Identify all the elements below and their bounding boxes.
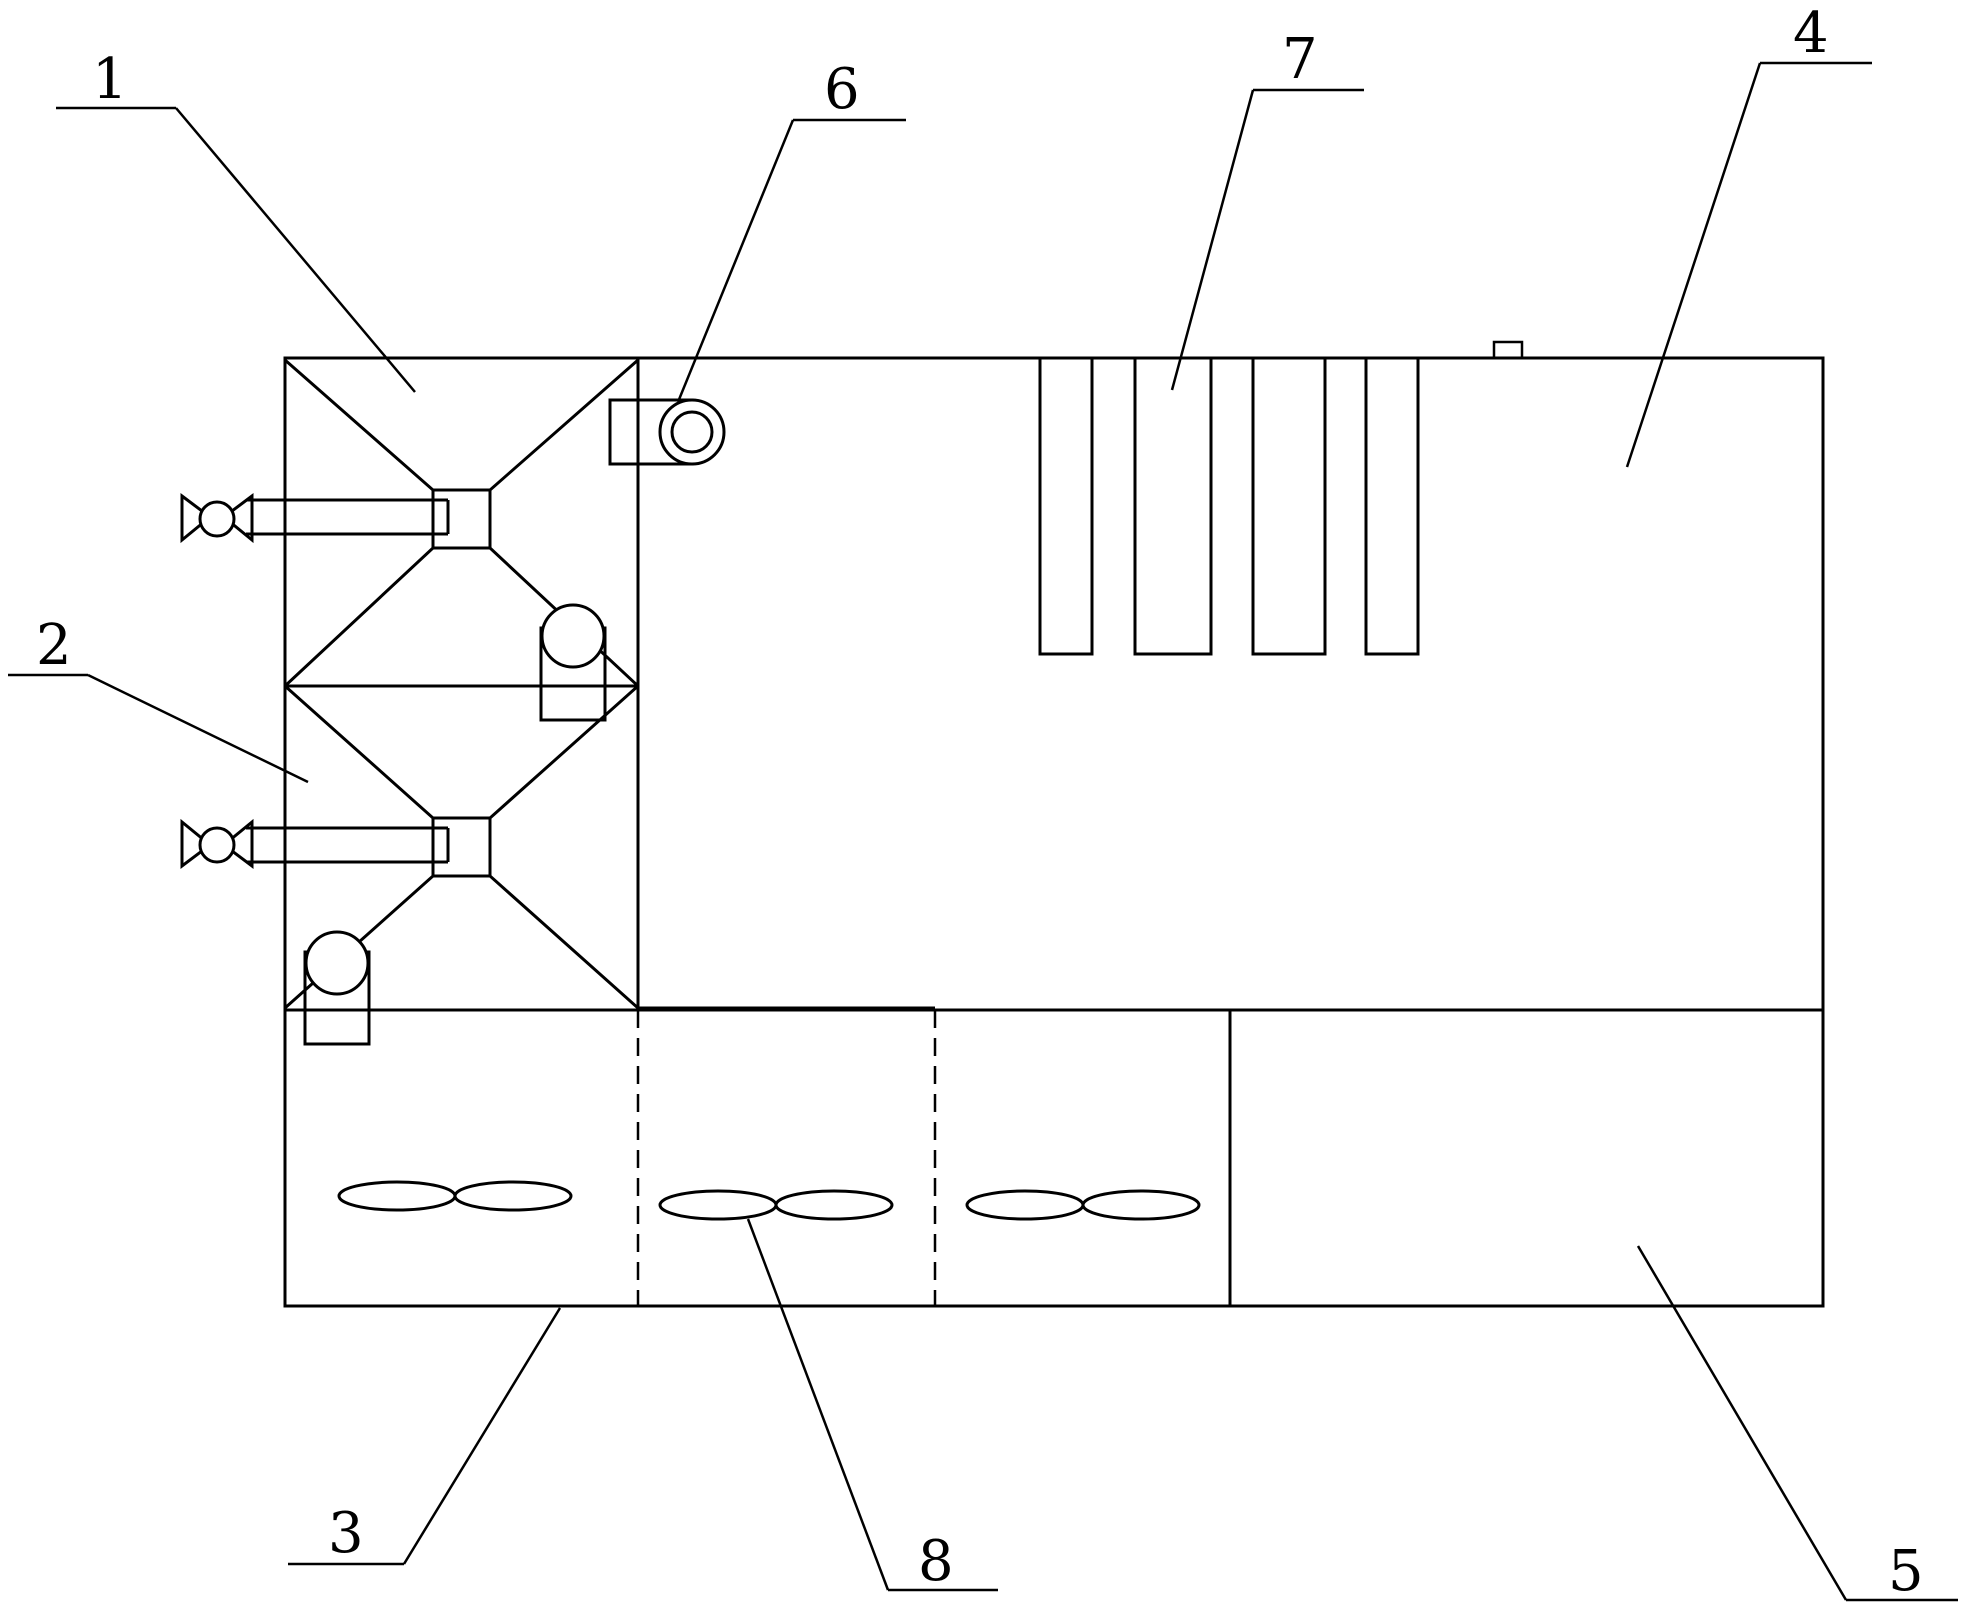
outer-frame <box>283 356 1825 1308</box>
label-4: 4 <box>1793 1 1829 66</box>
label-5: 5 <box>1888 1539 1924 1604</box>
label-6: 6 <box>824 57 860 122</box>
stirrer-icon-3 <box>965 1189 1201 1221</box>
label-1: 1 <box>92 47 128 112</box>
top-nozzle <box>1492 340 1524 360</box>
upper-pump-icon <box>539 603 607 722</box>
upper-outlet-pipe <box>246 498 450 536</box>
lower-valve-icon <box>180 818 254 869</box>
label-3: 3 <box>328 1501 364 1566</box>
stirrer-icon-1 <box>337 1180 573 1212</box>
blower-icon <box>608 398 726 466</box>
label-7: 7 <box>1282 27 1318 92</box>
lower-outlet-pipe <box>246 826 450 864</box>
stirrer-icon-2 <box>658 1189 894 1221</box>
upper-valve-icon <box>180 493 254 544</box>
baffle-plates <box>1038 356 1420 656</box>
lower-pump-icon <box>303 930 371 1046</box>
label-2: 2 <box>36 613 72 678</box>
label-8: 8 <box>918 1529 954 1594</box>
leader-lines <box>8 61 1958 1602</box>
